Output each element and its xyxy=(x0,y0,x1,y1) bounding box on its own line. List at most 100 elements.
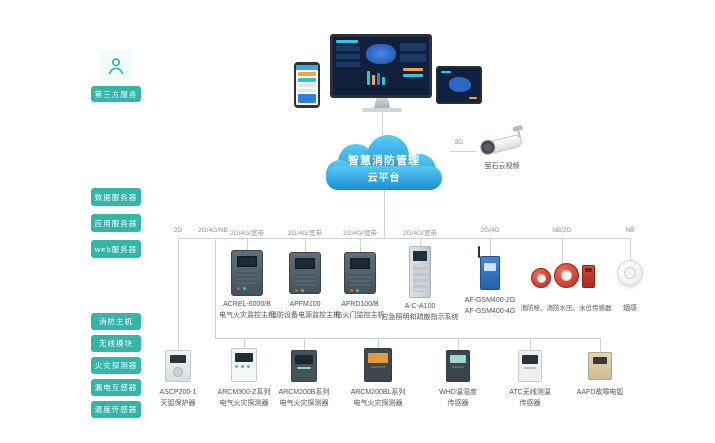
cloud-platform-title: 智慧消防管理 云平台 xyxy=(316,152,452,184)
device-whd xyxy=(446,350,470,382)
connector-line xyxy=(490,238,491,256)
connector-line xyxy=(630,238,631,260)
device-desc: 电气火灾探测器 xyxy=(279,399,329,407)
connector-line xyxy=(382,112,383,136)
server-box-app: 应用服务器 xyxy=(91,214,141,232)
category-box-fire-host: 消防主机 xyxy=(91,313,141,330)
device-label-smoke: 烟感 xyxy=(600,304,660,315)
camera-connection-label: 2G xyxy=(454,139,464,146)
category-box-wireless-module: 无线模块 xyxy=(91,335,141,352)
connection-label-2: 2G/4G/宽带 xyxy=(230,230,264,237)
device-desc: 防火门监控主机 xyxy=(335,311,385,319)
connection-label-7: NB/2G xyxy=(552,227,572,234)
device-label-whd: WHD温湿度 传感器 xyxy=(418,388,498,409)
connection-label-1: 2G/4G/NB xyxy=(198,227,228,234)
device-desc: AF-GSM400-4G xyxy=(464,307,516,315)
third-party-icon-box xyxy=(99,50,133,82)
connector-line xyxy=(450,151,476,152)
device-label-arcm200bl: ARCM200BL系列 电气火灾探测器 xyxy=(338,388,418,409)
device-label-atc: ATC无线测温 传感器 xyxy=(490,388,570,409)
device-afrd100 xyxy=(344,252,376,294)
device-name: A-C-A100 xyxy=(404,303,436,310)
connection-label-3: 2G/4G/宽带 xyxy=(288,230,322,237)
device-name: ARCM200BL系列 xyxy=(350,389,406,396)
device-water-level-sensor xyxy=(582,265,595,288)
device-name: 消防栓、消防水压、水位传感器 xyxy=(520,305,612,312)
device-desc: 灭弧保护器 xyxy=(160,399,196,407)
desktop-monitor-screen xyxy=(330,34,432,98)
device-desc: 电气火灾探测器 xyxy=(219,399,269,407)
device-name: ASCP200-1 xyxy=(159,389,197,396)
category-box-leakage-transformer: 漏电互感器 xyxy=(91,379,141,396)
connector-line xyxy=(600,338,601,352)
connector-line xyxy=(458,338,459,350)
connector-line xyxy=(247,238,248,250)
category-box-temperature-sensor: 温度传感器 xyxy=(91,401,141,418)
connector-line xyxy=(530,338,531,350)
device-desc: 电气火灾探测器 xyxy=(353,399,403,407)
device-label-ascp200: ASCP200-1 灭弧保护器 xyxy=(138,388,218,409)
device-label-apfm100: APFM100 消防设备电源监控主机 xyxy=(260,300,350,321)
connector-line xyxy=(215,238,216,338)
device-label-aca100: A-C-A100 应急照明和疏散指示系统 xyxy=(370,302,470,323)
server-box-data: 数据服务器 xyxy=(91,188,141,206)
device-name: AF-GSM400-2G xyxy=(464,297,516,304)
device-name: AAFD故障电弧 xyxy=(576,389,624,396)
category-box-fire-detector: 火灾探测器 xyxy=(91,357,141,374)
device-apfm100 xyxy=(289,252,321,294)
connector-line xyxy=(305,238,306,252)
gateway-antenna-icon xyxy=(478,246,480,258)
device-arcm200bl xyxy=(364,348,392,382)
device-name: AFRD100/B xyxy=(341,301,379,308)
device-acrel6000 xyxy=(231,250,263,296)
device-name: ARCM300-Z系列 xyxy=(217,389,271,396)
phone-screen xyxy=(296,65,318,105)
device-label-acrel6000: ACREL-6000/B 电气火灾监控主机 xyxy=(202,300,292,321)
device-arcm300z xyxy=(231,348,257,382)
connector-line xyxy=(384,190,385,238)
device-name: ATC无线测温 xyxy=(509,389,551,396)
device-ascp200 xyxy=(165,350,191,382)
device-pressure-gauge-large xyxy=(554,263,579,288)
connection-label-4: 2G/4G/宽带 xyxy=(343,230,377,237)
cloud-title-line2: 云平台 xyxy=(367,173,401,184)
device-desc: 传感器 xyxy=(447,399,469,407)
connector-line xyxy=(215,338,600,339)
cloud-title-line1: 智慧消防管理 xyxy=(348,155,420,167)
map-graphic xyxy=(449,77,471,92)
device-aca100 xyxy=(409,246,431,298)
third-party-label: 第三方服务 xyxy=(91,86,141,102)
device-label-arcm200b: ARCM200B系列 电气火灾探测器 xyxy=(264,388,344,409)
device-desc: 应急照明和疏散指示系统 xyxy=(381,313,459,321)
device-name: ACREL-6000/B xyxy=(223,301,271,308)
device-desc: 消防设备电源监控主机 xyxy=(270,311,340,319)
device-smoke-detector xyxy=(617,260,643,286)
device-label-gateway: AF-GSM400-2G AF-GSM400-4G xyxy=(445,296,535,317)
device-atc xyxy=(518,350,542,382)
person-icon xyxy=(108,58,124,75)
connector-line xyxy=(304,338,305,350)
connector-line xyxy=(244,338,245,348)
device-label-aafd: AAFD故障电弧 xyxy=(560,388,640,399)
server-box-web: web服务器 xyxy=(91,240,141,258)
device-name: 烟感 xyxy=(623,305,637,312)
tablet-display xyxy=(436,66,482,104)
connector-line xyxy=(562,238,563,264)
monitor-stand xyxy=(374,98,390,108)
device-aafd xyxy=(588,352,612,380)
device-label-sensors: 消防栓、消防水压、水位传感器 xyxy=(506,304,626,314)
device-label-afrd100: AFRD100/B 防火门监控主机 xyxy=(315,300,405,321)
monitor-base xyxy=(362,108,402,112)
connection-label-6: 2G/4G xyxy=(480,227,500,234)
connector-line xyxy=(420,238,421,246)
connector-line xyxy=(378,338,379,348)
device-name: APFM100 xyxy=(289,301,321,308)
connector-line xyxy=(178,238,179,350)
ip-camera xyxy=(473,122,533,166)
cloud-shape xyxy=(326,135,442,190)
connection-label-8: NB xyxy=(625,227,635,234)
smartphone xyxy=(294,62,320,108)
device-pressure-gauge-small xyxy=(531,268,551,288)
device-arcm200b xyxy=(291,350,317,382)
